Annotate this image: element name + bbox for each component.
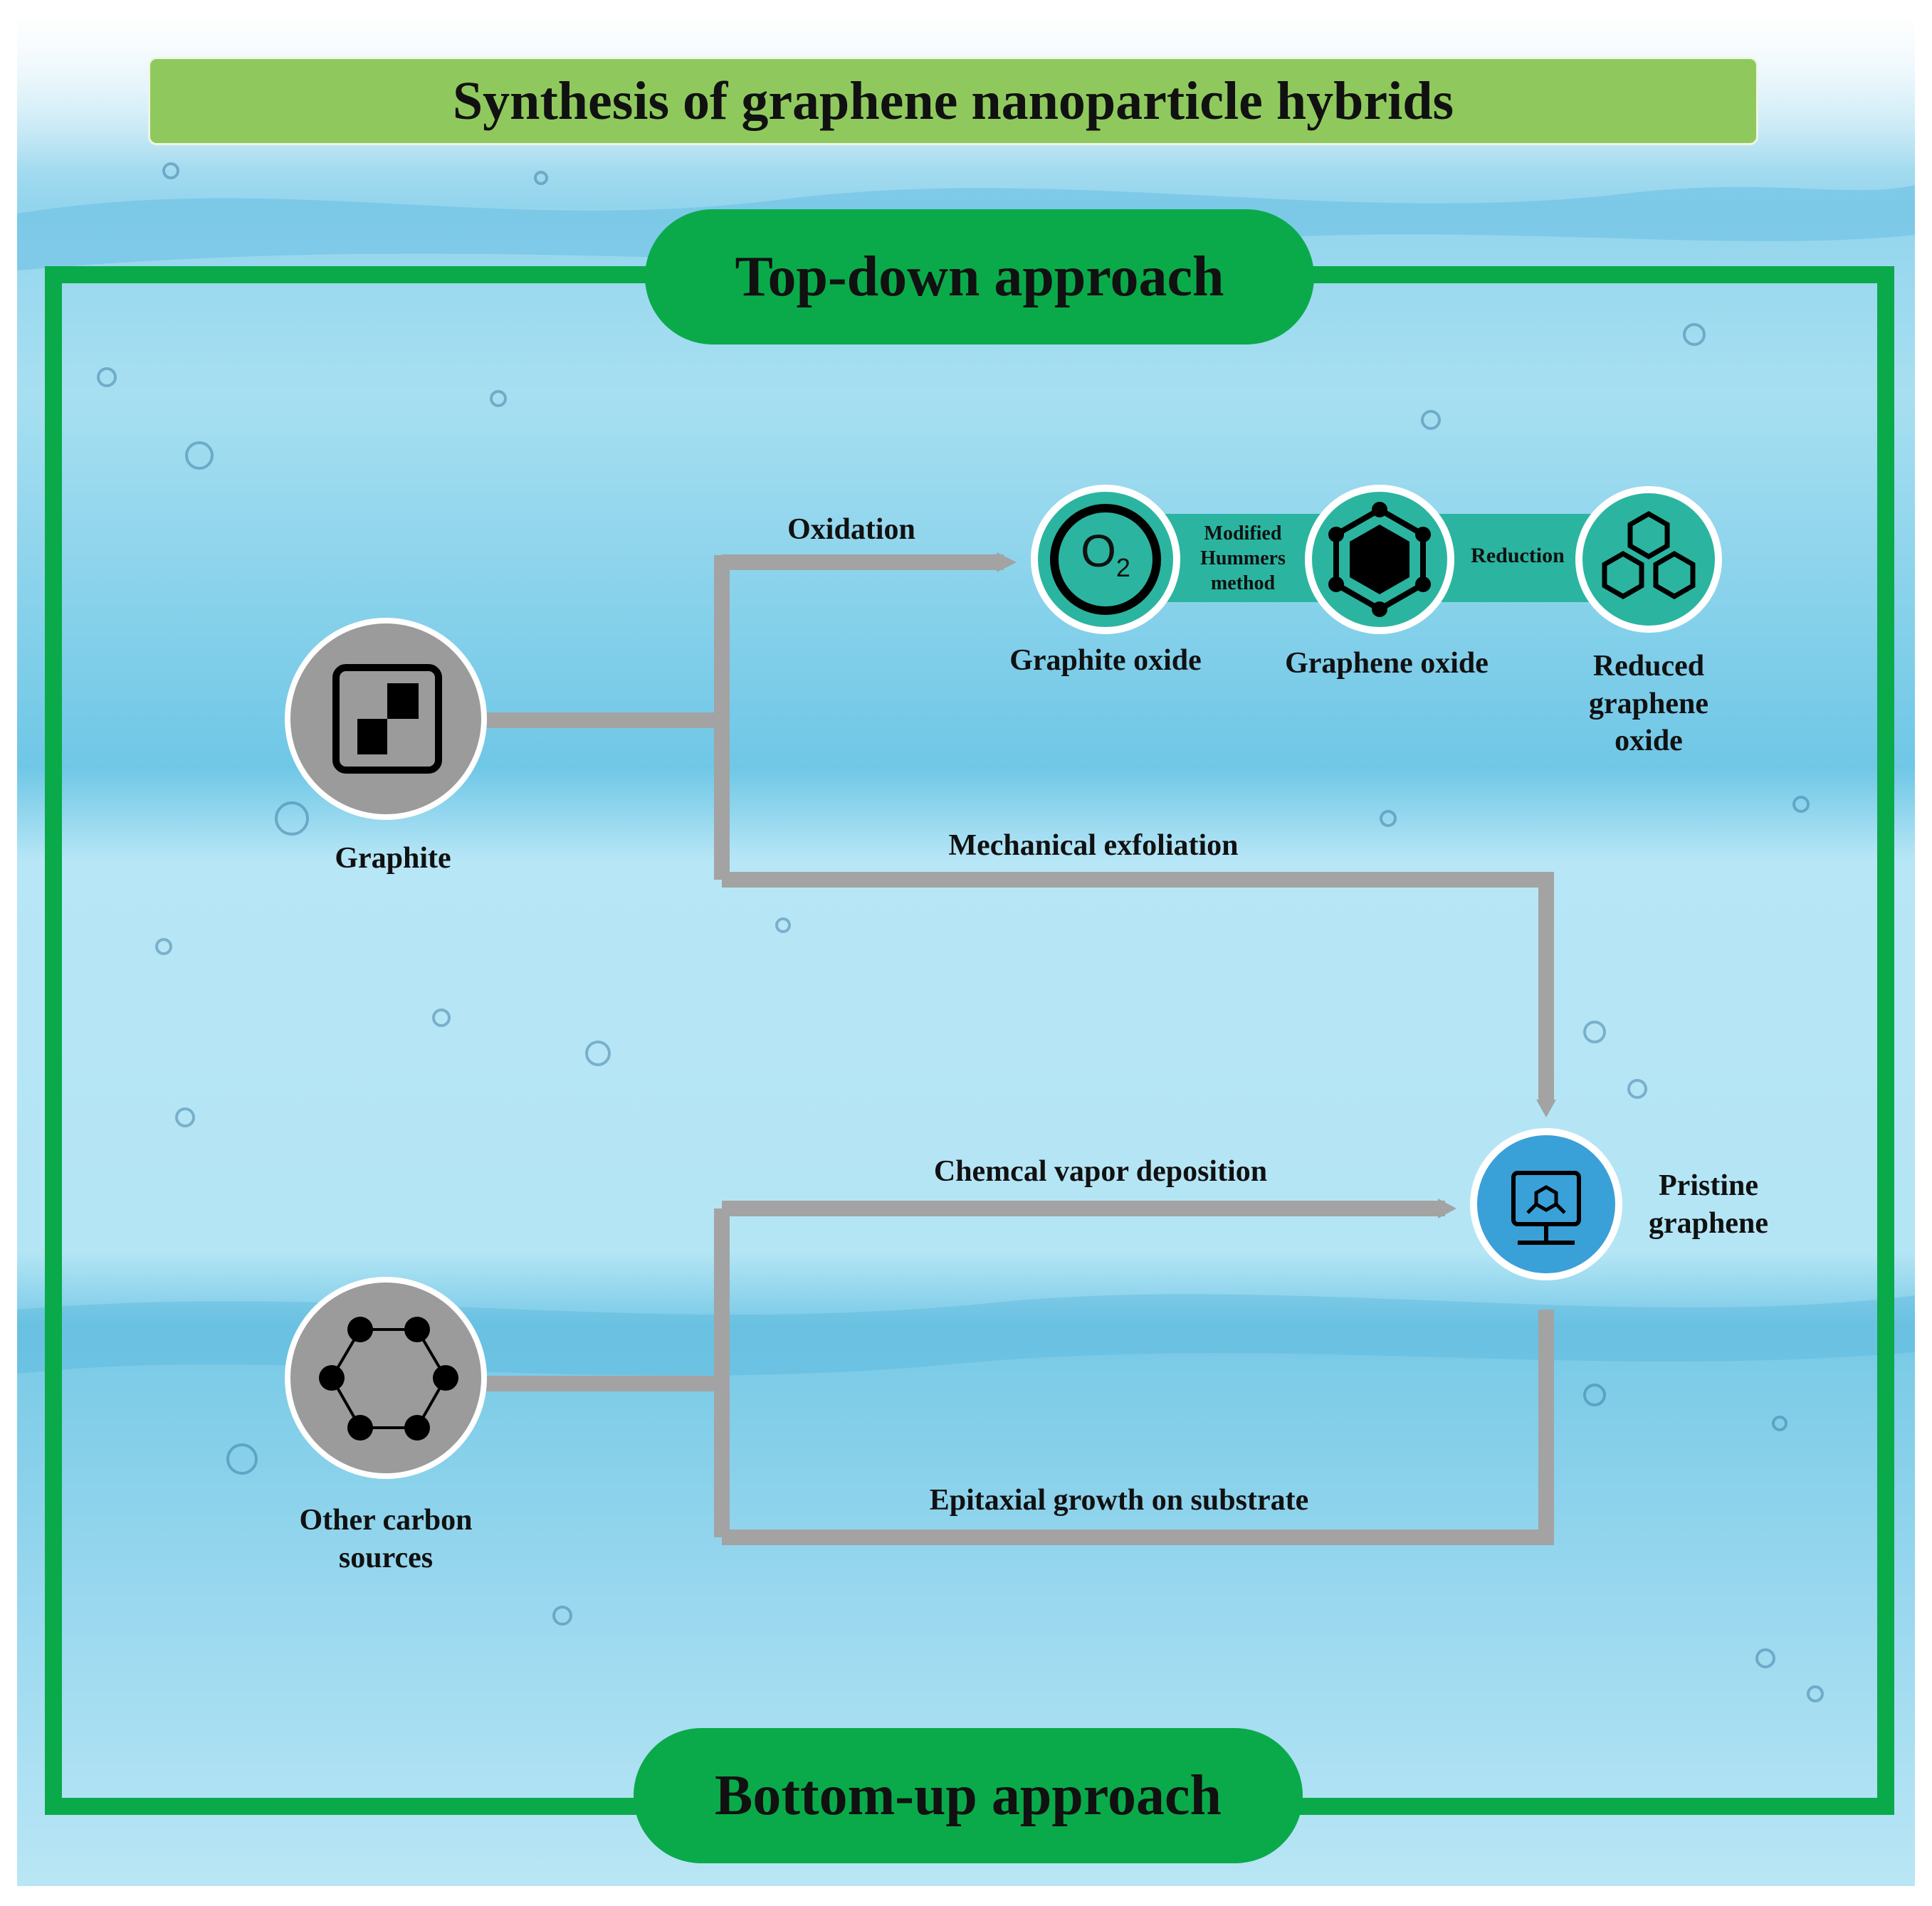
water-bubble xyxy=(432,1009,451,1027)
arrow-heads xyxy=(997,552,1556,1218)
diagram-title: Synthesis of graphene nanoparticle hybri… xyxy=(452,70,1454,131)
other-carbon-label: Other carbon sources xyxy=(299,1504,473,1574)
water-bubble xyxy=(1380,810,1397,827)
water-bubble xyxy=(275,801,309,836)
cvd-arrow xyxy=(1438,1199,1456,1218)
graphite-oxide-label: Graphite oxide xyxy=(1009,644,1202,677)
pristine-graphene-node xyxy=(1470,1128,1622,1280)
water-bubble xyxy=(97,367,117,387)
mechanical-arrow xyxy=(1536,1100,1556,1117)
o2-symbol: O2 xyxy=(1081,525,1130,582)
water-bubble xyxy=(490,390,507,407)
water-wave-band-lower xyxy=(17,1294,1915,1376)
oxygen-icon xyxy=(1050,504,1161,615)
water-bubble xyxy=(1792,796,1810,813)
graphite-square-icon xyxy=(332,664,442,774)
bottom-up-label: Bottom-up approach xyxy=(715,1764,1222,1827)
oxidation-arrow xyxy=(997,552,1017,572)
mechanical-exfoliation-label: Mechanical exfoliation xyxy=(948,829,1239,862)
water-bubble xyxy=(1583,1021,1606,1043)
hexagon-network-icon xyxy=(1328,502,1431,617)
water-bubble xyxy=(1683,323,1706,346)
title-banner: Synthesis of graphene nanoparticle hybri… xyxy=(148,57,1758,145)
reduced-graphene-oxide-label: Reduced graphene oxide xyxy=(1589,650,1708,757)
graphene-oxide-node xyxy=(1305,485,1454,634)
graphene-oxide-label: Graphene oxide xyxy=(1285,647,1489,680)
epitaxial-growth-label: Epitaxial growth on substrate xyxy=(929,1484,1309,1517)
graphite-oxide-node xyxy=(1031,485,1180,634)
water-bubble xyxy=(1421,410,1441,430)
carbon-ring-icon xyxy=(319,1317,458,1441)
graphite-label: Graphite xyxy=(335,842,451,875)
water-bubble xyxy=(185,441,214,470)
oxidation-label: Oxidation xyxy=(787,513,915,546)
cvd-label: Chemcal vapor deposition xyxy=(933,1155,1268,1188)
water-bubble xyxy=(1627,1079,1647,1099)
water-bubble xyxy=(552,1606,572,1626)
mechanical-exfoliation-connector xyxy=(722,872,1554,1103)
triple-hexagon-icon xyxy=(1602,510,1696,600)
other-carbon-node xyxy=(285,1277,487,1479)
water-bubble xyxy=(175,1107,195,1127)
water-bubble xyxy=(1755,1648,1775,1668)
water-bubble xyxy=(226,1443,258,1475)
modified-hummers-label: Modified Hummers method xyxy=(1200,522,1286,594)
reduced-graphene-oxide-node xyxy=(1575,486,1722,633)
graphite-node xyxy=(285,618,487,820)
pristine-graphene-label: Pristine graphene xyxy=(1649,1169,1768,1240)
water-bubble xyxy=(1807,1685,1824,1702)
monitor-molecule-icon xyxy=(1511,1171,1581,1245)
water-bubble xyxy=(775,917,791,933)
water-bubble xyxy=(1583,1384,1606,1406)
water-bubble xyxy=(585,1041,611,1066)
epitaxial-connector xyxy=(722,1310,1554,1545)
water-bubble xyxy=(155,938,172,955)
top-down-label: Top-down approach xyxy=(735,245,1224,308)
bottom-up-pill: Bottom-up approach xyxy=(634,1728,1303,1863)
reduction-label: Reduction xyxy=(1471,544,1565,567)
water-bubble xyxy=(1772,1416,1787,1431)
connectors xyxy=(484,554,1554,1545)
water-bubble xyxy=(162,162,179,179)
water-bubble xyxy=(534,171,548,185)
top-down-pill: Top-down approach xyxy=(645,209,1314,344)
